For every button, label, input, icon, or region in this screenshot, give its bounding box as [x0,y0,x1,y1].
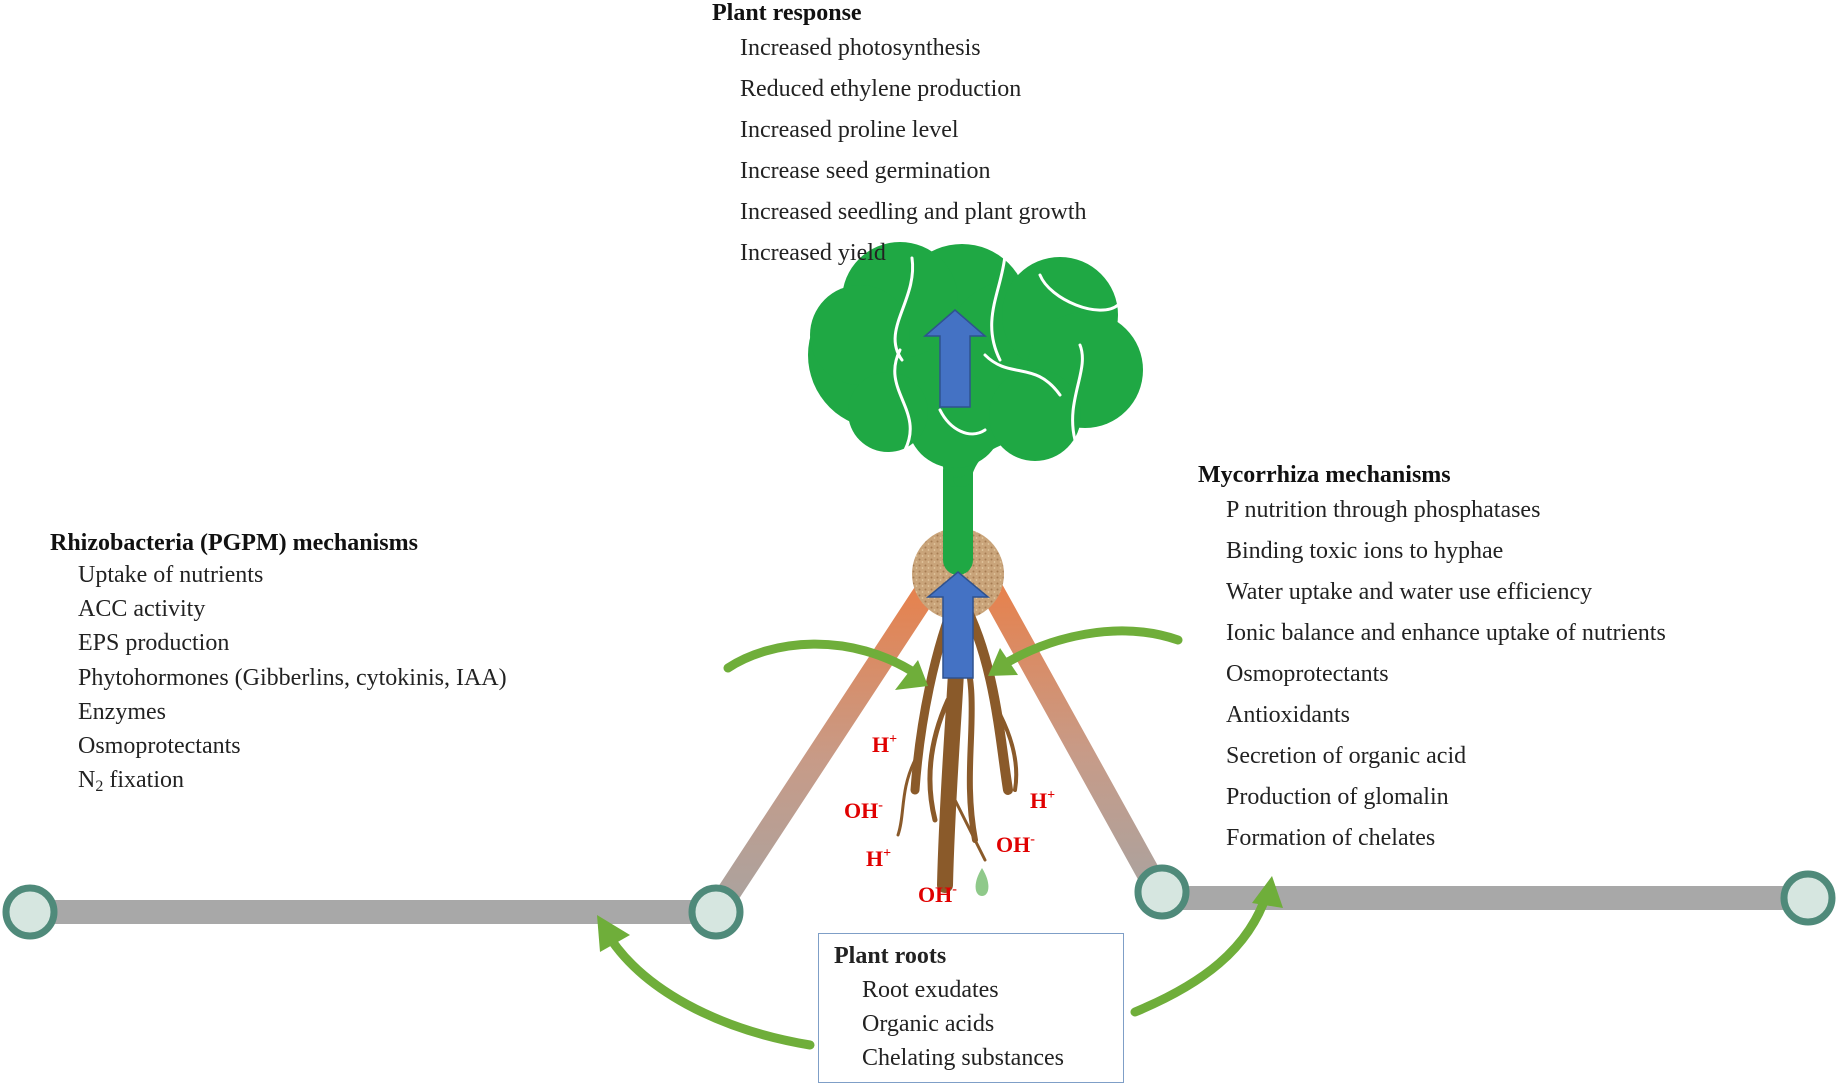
arrow-roots-to-rhizobacteria [600,925,815,1050]
list-item: Reduced ethylene production [740,76,1022,102]
mycorrhiza-heading: Mycorrhiza mechanisms [1198,462,1451,488]
ion-h-2: H+ [866,846,891,871]
rhizobacteria-list: Uptake of nutrients ACC activity EPS pro… [50,558,507,797]
rhizobacteria-block: Rhizobacteria (PGPM) mechanisms Uptake o… [50,528,507,797]
n2-suffix: fixation [103,767,184,794]
mycorrhiza-list: P nutrition through phosphatases Binding… [1198,490,1666,859]
right-slope [973,566,1174,910]
list-item: Binding toxic ions to hyphae [1226,538,1504,564]
node-right-end [1780,870,1836,926]
list-item-n2-fixation: N2 fixation [78,763,507,797]
arrow-left-into-root [723,639,923,680]
plant-roots-box: Plant roots Root exudates Organic acids … [818,933,1124,1083]
list-item: Osmoprotectants [1226,661,1389,687]
ground-nodes [2,864,1836,940]
ion-h-3: H+ [1030,788,1055,813]
plant-response-heading: Plant response [712,0,862,26]
list-item: Production of glomalin [1226,784,1449,810]
arrow-roots-to-mycorrhiza [1130,885,1273,1017]
ion-oh-1: OH- [844,798,883,823]
mycorrhiza-block: Mycorrhiza mechanisms P nutrition throug… [1198,460,1666,859]
leaf-veins [893,253,1120,452]
plant-roots-list: Root exudates Organic acids Chelating su… [834,971,1123,1075]
plant-response-list: Increased photosynthesis Reduced ethylen… [712,28,1087,274]
list-item: Root exudates [862,977,999,1003]
list-item: Increased proline level [740,117,959,143]
green-arrowheads [597,648,1283,952]
water-droplet [975,868,989,896]
plant-roots-heading: Plant roots [834,943,947,969]
node-left-slope [688,884,744,940]
rhizobacteria-heading: Rhizobacteria (PGPM) mechanisms [50,530,418,556]
arrow-right-into-root [993,626,1183,673]
tree-canopy [808,242,1143,468]
list-item: Increased photosynthesis [740,35,981,61]
list-item: Increased seedling and plant growth [740,199,1087,225]
list-item: EPS production [78,630,230,657]
node-right-slope [1134,864,1190,920]
lower-blue-arrow [925,571,991,679]
list-item: Chelating substances [862,1045,1064,1071]
plant-response-block: Plant response Increased photosynthesis … [712,0,1087,274]
list-item: Secretion of organic acid [1226,743,1467,769]
list-item: Enzymes [78,698,166,725]
ion-oh-2: OH- [918,882,957,907]
list-item: Osmoprotectants [78,733,241,760]
list-item: Phytohormones (Gibberlins, cytokinis, IA… [78,664,507,691]
list-item: Ionic balance and enhance uptake of nutr… [1226,620,1666,646]
ion-oh-3: OH- [996,832,1035,857]
ion-h-1: H+ [872,732,897,757]
node-left-end [2,884,58,940]
list-item: Increased yield [740,240,886,266]
green-arrows [600,626,1273,1050]
list-item: P nutrition through phosphatases [1226,497,1541,523]
list-item: Water uptake and water use efficiency [1226,579,1593,605]
list-item: Formation of chelates [1226,825,1436,851]
list-item: Antioxidants [1226,702,1350,728]
list-item: Increase seed germination [740,158,991,184]
left-slope [704,566,947,924]
n2-subscript: 2 [95,778,104,796]
list-item: Organic acids [862,1011,995,1037]
n2-prefix: N [78,767,96,794]
upper-blue-arrow [922,309,988,408]
list-item: ACC activity [78,596,206,623]
list-item: Uptake of nutrients [78,562,264,588]
